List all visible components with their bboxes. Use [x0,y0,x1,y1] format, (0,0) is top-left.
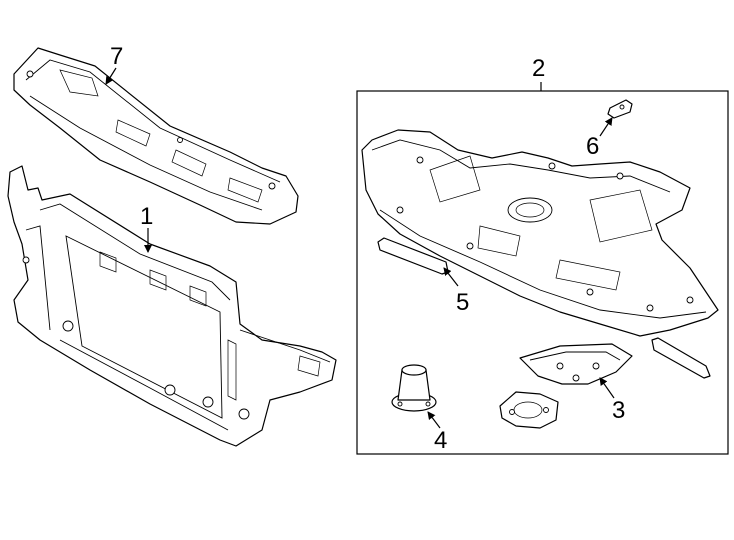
callout-2: 2 [532,55,545,82]
radiator-support-part [7,165,337,447]
callout-3: 3 [612,397,625,424]
callout-7: 7 [110,43,123,70]
group-box [356,90,729,455]
clip-part [607,99,633,119]
bracket-part [519,343,633,385]
air-guard-part [13,47,299,225]
mount-plate-part [499,391,559,429]
callout-6: 6 [586,133,599,160]
callout-4: 4 [434,427,447,454]
leader-lines [105,67,615,429]
callout-1: 1 [140,203,153,230]
insulator-part [391,364,437,412]
under-cover-part [361,129,719,337]
callout-5: 5 [456,289,469,316]
